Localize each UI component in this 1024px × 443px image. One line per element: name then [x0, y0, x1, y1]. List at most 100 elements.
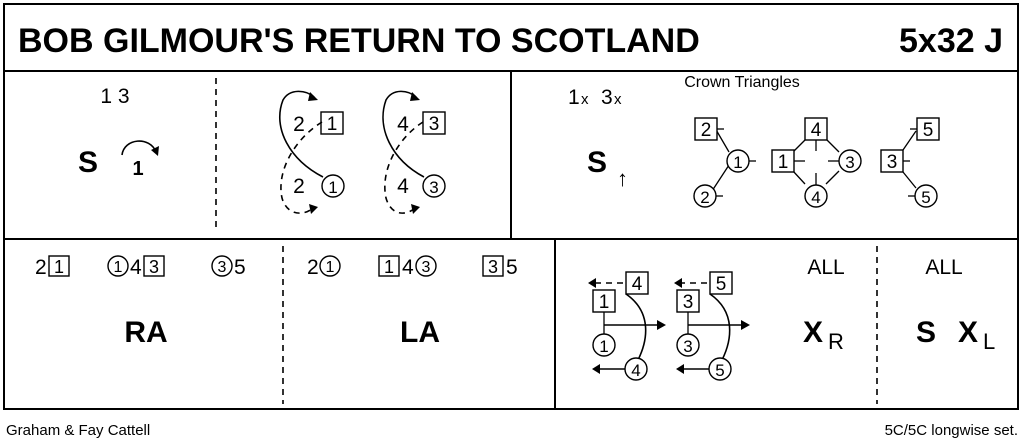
track-solid-1-arrowhead	[308, 92, 318, 101]
cell-5: 2 1 1 4 3 3 5 LA	[307, 255, 518, 349]
crown-box-4-label: 4	[811, 120, 822, 141]
cell-2: 2 1 2 1 4 3 4 3	[278, 90, 446, 214]
bar-label-x1: x	[581, 91, 589, 108]
bar-label-3: 3	[601, 86, 613, 109]
circle-4-label: 4	[631, 361, 640, 380]
figure-cross: X	[803, 316, 823, 349]
cell-1: 1 3 S 1	[78, 85, 159, 180]
crown-circle-3	[838, 149, 862, 173]
cell-8: ALL S X L	[916, 256, 995, 354]
crown-circle-4	[804, 184, 828, 208]
crown-diag-2	[826, 139, 840, 153]
crown-diag-3	[792, 170, 806, 185]
tri2-line-b	[902, 171, 917, 189]
rightward-arrow-1-head	[657, 320, 666, 330]
pos-box-1	[378, 255, 400, 277]
figure-right-hands-across: RA	[124, 316, 167, 349]
credit: Graham & Fay Cattell	[6, 422, 150, 439]
turn-number: 1	[132, 158, 143, 180]
circle-5-label: 5	[715, 361, 724, 380]
bottom-left-arrow-1-head	[592, 364, 600, 374]
box-4	[625, 271, 649, 295]
tri2-box-5-label: 5	[923, 120, 934, 141]
crown-box-1	[771, 149, 795, 173]
crown-circle-4-label: 4	[811, 188, 820, 207]
tri1-box-2-label: 2	[701, 120, 712, 141]
cell-6: 4 1 1 4 5 3 3 5	[588, 271, 750, 381]
woman-circle-1	[321, 174, 345, 198]
tri2-box-3-label: 3	[887, 152, 898, 173]
turn-arrow-icon	[121, 140, 157, 156]
curve-track-1	[625, 293, 647, 361]
figure-cross: X	[958, 316, 978, 349]
pos-box-3	[143, 255, 165, 277]
figure-setting: S	[587, 146, 607, 179]
crown-circle-3-label: 3	[845, 153, 854, 172]
pos-circle-3-label: 3	[422, 259, 431, 276]
card-border	[3, 3, 1019, 410]
figure-setting: S	[916, 316, 936, 349]
pos-2: 2	[35, 256, 47, 279]
figure-left-hands-across: LA	[400, 316, 440, 349]
figure-subscript: L	[983, 329, 995, 354]
woman-circle-3-label: 3	[429, 178, 438, 197]
set-type: 5C/5C longwise set.	[885, 422, 1018, 439]
cell-3: 1 x 3 x Crown Triangles S ↑ 2 1 2 4 1 3	[568, 74, 940, 208]
crown-diag-1	[792, 139, 806, 153]
pos-box-3-label: 3	[488, 257, 498, 277]
pos-circle-1-label: 1	[326, 259, 335, 276]
track-solid-2-arrowhead	[410, 92, 420, 101]
tri1-circle-2-label: 2	[700, 188, 709, 207]
pos-box-3-label: 3	[149, 257, 159, 277]
curve-track-2	[709, 293, 731, 361]
dancer-4-top: 4	[397, 113, 409, 136]
tri1-line-b	[711, 164, 730, 192]
dance-title: BOB GILMOUR'S RETURN TO SCOTLAND	[18, 22, 700, 60]
pos-circle-1	[107, 255, 129, 277]
track-dashed-1	[280, 121, 323, 214]
leftward-arrow-2-head	[674, 278, 682, 288]
figure-subscript: R	[828, 329, 844, 354]
all-label: ALL	[925, 256, 962, 279]
crown-box-4	[804, 117, 828, 141]
man-box-3	[422, 111, 446, 135]
pos-box-3	[482, 255, 504, 277]
track-solid-1	[278, 90, 324, 178]
box-3-label: 3	[683, 292, 694, 313]
pos-circle-3	[415, 255, 437, 277]
dancer-2-bottom: 2	[293, 175, 305, 198]
track-dashed-2-arrowhead	[411, 204, 420, 214]
pos-circle-3-label: 3	[218, 259, 227, 276]
crown-box-1-label: 1	[778, 152, 789, 173]
crown-diag-4	[825, 170, 840, 185]
all-label: ALL	[807, 256, 844, 279]
rightward-arrow-2-head	[741, 320, 750, 330]
track-dashed-1-arrowhead	[309, 204, 318, 214]
box-4-label: 4	[632, 274, 643, 295]
pos-4: 4	[402, 256, 414, 279]
bar-label: 1 3	[100, 85, 129, 108]
box-5	[709, 271, 733, 295]
pos-5: 5	[234, 256, 246, 279]
circle-1-label: 1	[599, 337, 608, 356]
pos-circle-3	[211, 255, 233, 277]
dance-formation: 5x32 J	[899, 22, 1003, 60]
figure-setting: S	[78, 146, 98, 179]
dancer-2-top: 2	[293, 113, 305, 136]
pos-circle-1	[319, 255, 341, 277]
man-box-1-label: 1	[327, 114, 338, 135]
pos-circle-1-label: 1	[114, 259, 123, 276]
bottom-left-arrow-2-head	[676, 364, 684, 374]
pos-5: 5	[506, 256, 518, 279]
tri1-circle-1-label: 1	[733, 153, 742, 172]
pos-2: 2	[307, 256, 319, 279]
pos-4: 4	[130, 256, 142, 279]
circle-3-label: 3	[683, 337, 692, 356]
track-solid-2	[382, 90, 425, 178]
turn-arrowhead-icon	[151, 146, 159, 156]
woman-circle-3	[422, 174, 446, 198]
box-1-label: 1	[599, 292, 610, 313]
up-arrow-icon: ↑	[617, 166, 628, 191]
cell-4: 2 1 1 4 3 3 5 RA	[35, 255, 246, 349]
